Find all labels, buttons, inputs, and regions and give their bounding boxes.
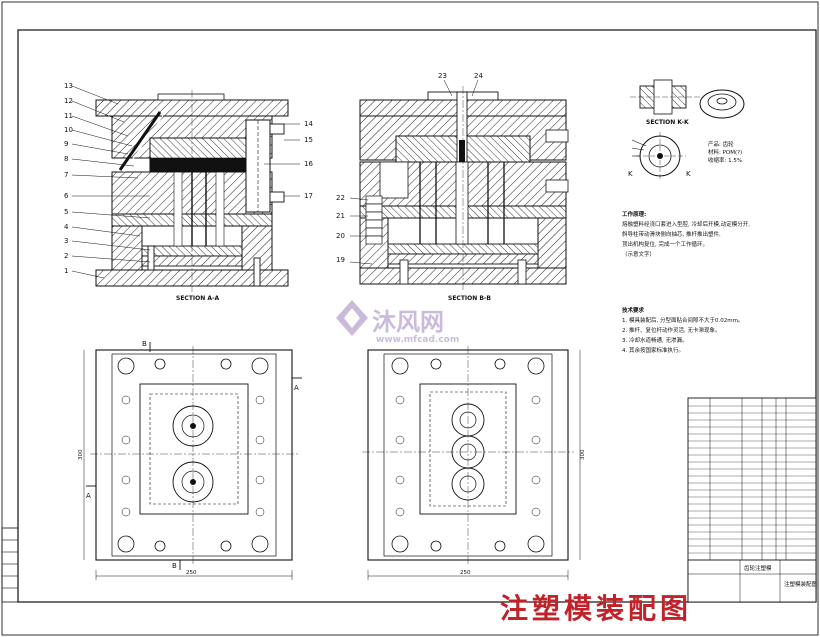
part-number-label: 24 <box>474 72 483 80</box>
part-number-label: 1 <box>64 267 68 275</box>
note-line: 顶出机构复位, 完成一个工作循环。 <box>622 240 708 248</box>
section-b-b-view: 23 24 22 21 20 19 SECTION B-B <box>336 72 569 302</box>
work-principle-title: 工作原理: <box>622 210 646 218</box>
product-info-line: 产品: 齿轮 <box>708 140 734 148</box>
section-b-b-label: SECTION B-B <box>448 295 491 302</box>
part-number-label: 9 <box>64 140 68 148</box>
part-number-label: 23 <box>438 72 447 80</box>
section-k-k-label: SECTION K-K <box>646 119 689 126</box>
section-letter: A <box>294 384 299 392</box>
part-number-label: 10 <box>64 126 73 134</box>
section-letter: K <box>628 170 633 178</box>
section-letter: B <box>172 562 177 570</box>
plan-view-left: B A A B 250 300 <box>78 340 302 580</box>
part-number-label: 7 <box>64 171 68 179</box>
tech-requirement-notes: 技术要求 1. 模具装配后, 分型面贴合间隙不大于0.02mm。 2. 推杆、复… <box>622 306 743 354</box>
part-number-label: 22 <box>336 194 345 202</box>
section-a-a-view: 13 12 11 10 9 8 7 6 5 4 3 2 1 14 15 16 1… <box>64 82 313 302</box>
note-line: 3. 冷却水道畅通, 无渗漏。 <box>622 336 688 344</box>
part-number-label: 21 <box>336 212 345 220</box>
dimension-width: 250 <box>186 570 197 576</box>
product-detail-views: SECTION K-K K K 产品: 齿轮 材料: POM(?) 收缩率: 1… <box>628 79 745 180</box>
title-block-drawing: 注塑模装配图 <box>784 580 818 588</box>
part-number-label: 3 <box>64 237 68 245</box>
dimension-width: 250 <box>460 570 471 576</box>
section-letter: K <box>686 170 691 178</box>
work-principle-notes: 工作原理: 熔融塑料经浇口套进入型腔, 冷却后开模,动定模分开, 斜导柱带动滑块… <box>622 210 750 258</box>
part-number-label: 2 <box>64 252 68 260</box>
product-info-line: 材料: POM(?) <box>708 148 742 156</box>
part-number-label: 13 <box>64 82 73 90</box>
watermark-url: www.mfcad.com <box>376 335 459 345</box>
part-number-label: 17 <box>304 192 313 200</box>
part-number-label: 20 <box>336 232 345 240</box>
section-letter: A <box>86 492 91 500</box>
part-number-label: 19 <box>336 256 345 264</box>
section-letter: B <box>142 340 147 348</box>
note-line: 熔融塑料经浇口套进入型腔, 冷却后开模,动定模分开, <box>622 220 750 228</box>
section-a-a-label: SECTION A-A <box>176 295 219 302</box>
product-info-line: 收缩率: 1.5% <box>708 156 742 164</box>
plan-view-right: 250 300 <box>362 346 586 580</box>
left-info-strip <box>1 527 19 603</box>
part-number-label: 11 <box>64 112 73 120</box>
note-line: （示意文字） <box>622 250 655 258</box>
title-block-name: 齿轮注塑模 <box>744 564 772 572</box>
part-number-label: 5 <box>64 208 68 216</box>
part-number-label: 12 <box>64 97 73 105</box>
note-line: 2. 推杆、复位杆动作灵活, 无卡滞现象。 <box>622 326 721 334</box>
watermark: 沐风网 www.mfcad.com <box>336 300 459 345</box>
note-line: 斜导柱带动滑块侧向抽芯, 推杆推出塑件, <box>622 230 721 238</box>
note-line: 4. 其余按国家标准执行。 <box>622 346 684 354</box>
dimension-height: 300 <box>580 449 586 460</box>
part-number-label: 14 <box>304 120 313 128</box>
dimension-height: 300 <box>78 449 84 460</box>
tech-requirements-title: 技术要求 <box>622 306 645 314</box>
parts-list-table: 齿轮注塑模 注塑模装配图 <box>687 397 818 603</box>
banner-title: 注塑模装配图 <box>500 592 692 625</box>
part-number-label: 15 <box>304 136 313 144</box>
part-number-label: 8 <box>64 155 68 163</box>
note-line: 1. 模具装配后, 分型面贴合间隙不大于0.02mm。 <box>622 316 743 324</box>
part-number-label: 4 <box>64 223 69 231</box>
part-number-label: 16 <box>304 160 313 168</box>
watermark-brand: 沐风网 <box>372 308 444 336</box>
border-frame <box>17 29 817 603</box>
part-number-label: 6 <box>64 192 69 200</box>
